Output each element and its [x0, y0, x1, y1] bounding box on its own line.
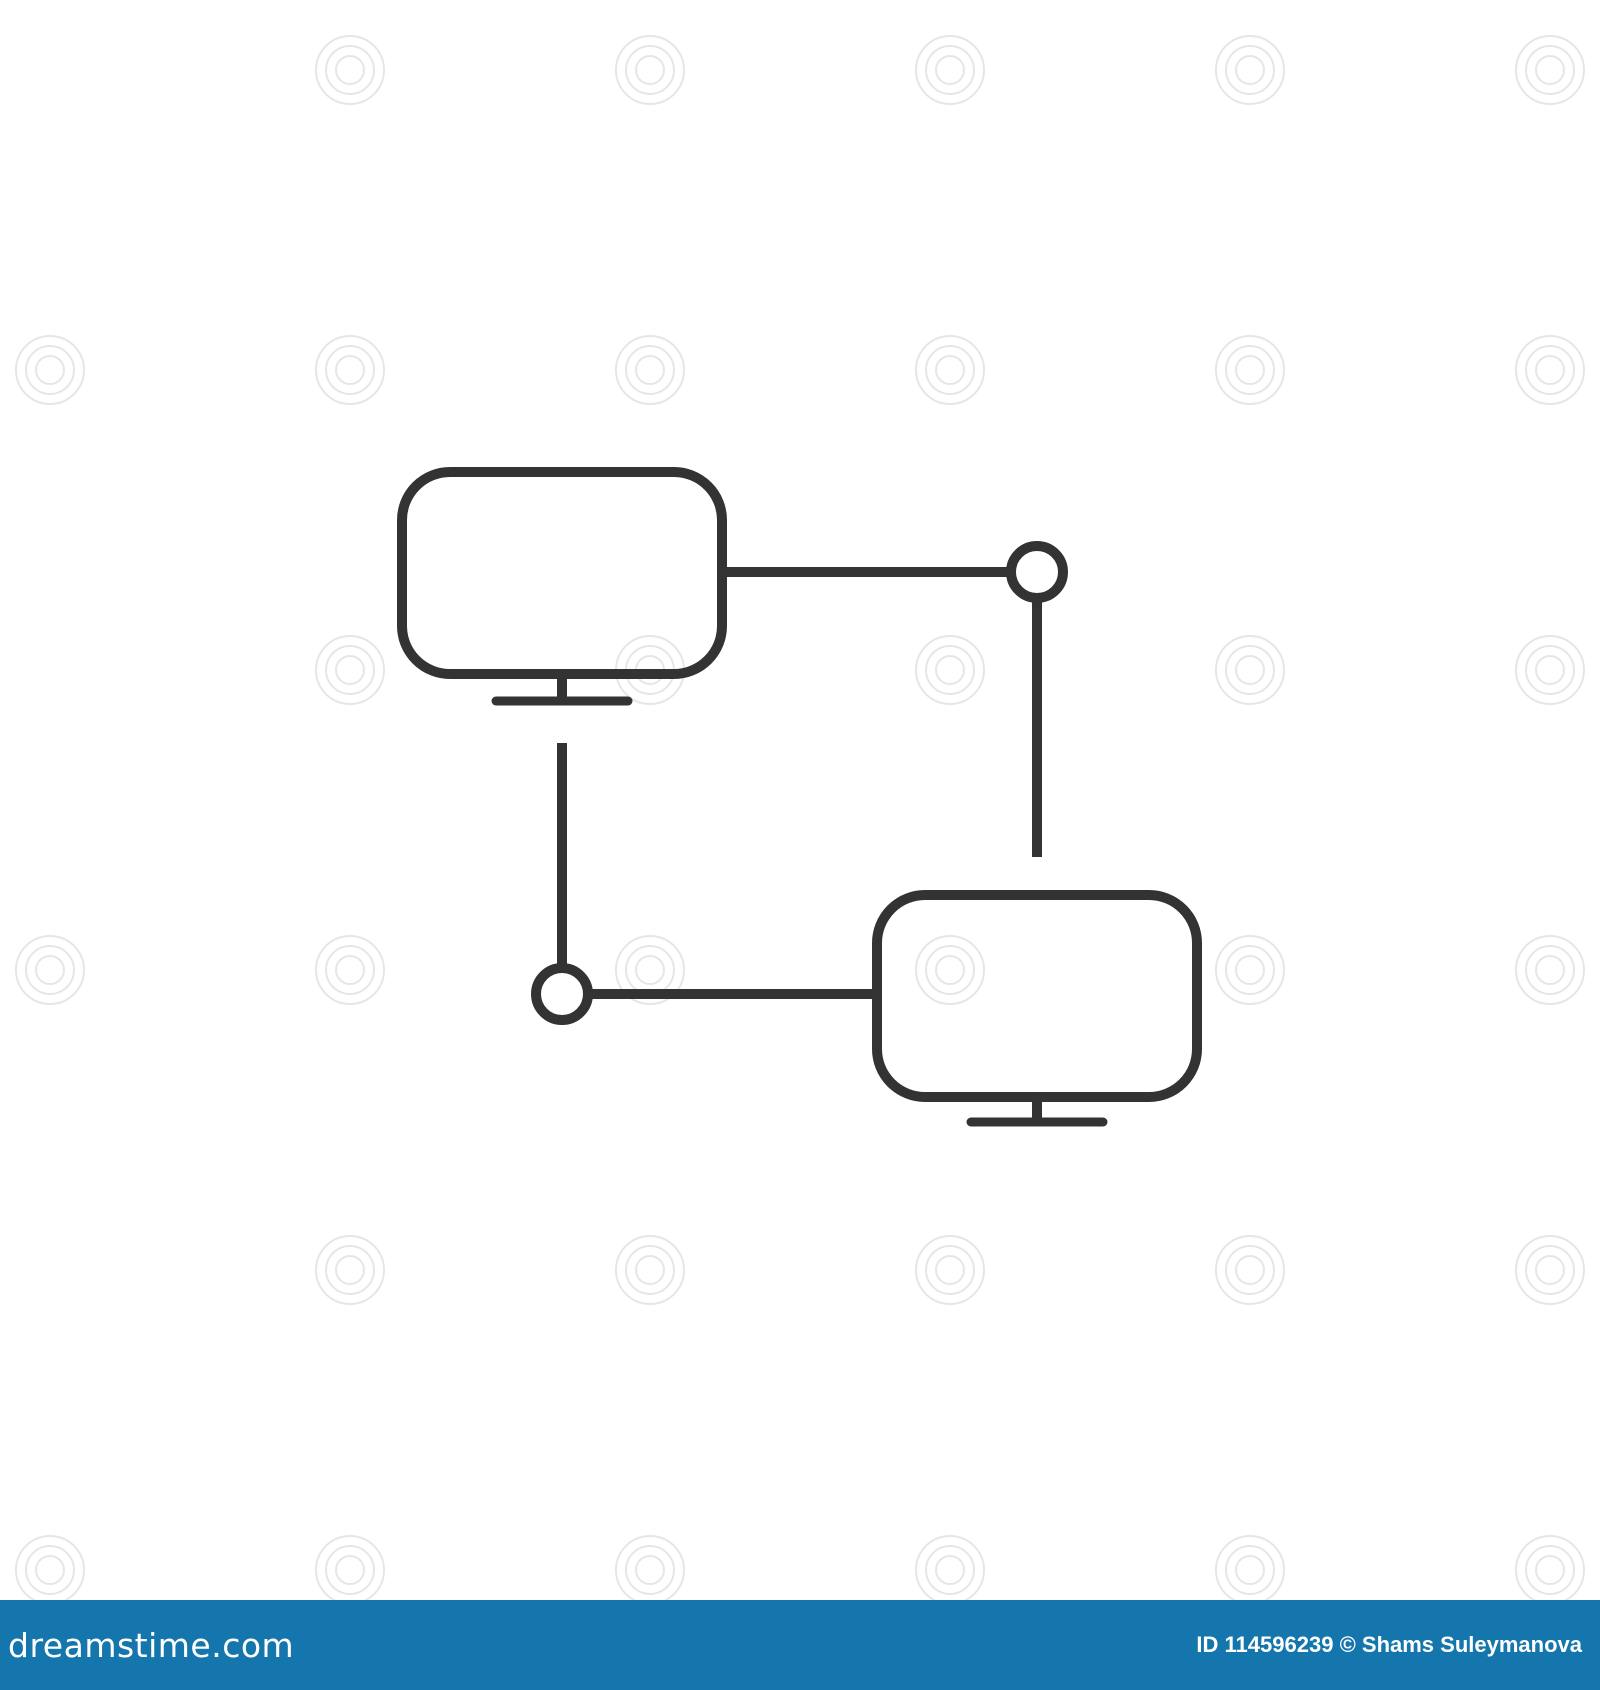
junction-bottom-left-icon [531, 963, 593, 1025]
image-id: ID 114596239 [1196, 1632, 1334, 1657]
dreamstime-logo[interactable]: dreamstime.com [8, 1626, 295, 1665]
network-diagram [397, 467, 1202, 1127]
image-credit: ID 114596239 © Shams Suleymanova [1196, 1630, 1582, 1660]
junction-top-right-icon [1006, 541, 1068, 603]
monitor-top-left-icon [397, 467, 727, 706]
footer-bar: dreamstime.com ID 114596239 © Shams Sule… [0, 1600, 1600, 1690]
monitor-bottom-right-icon [872, 890, 1202, 1127]
author-credit: © Shams Suleymanova [1339, 1632, 1582, 1657]
image-canvas [15, 35, 1585, 1600]
